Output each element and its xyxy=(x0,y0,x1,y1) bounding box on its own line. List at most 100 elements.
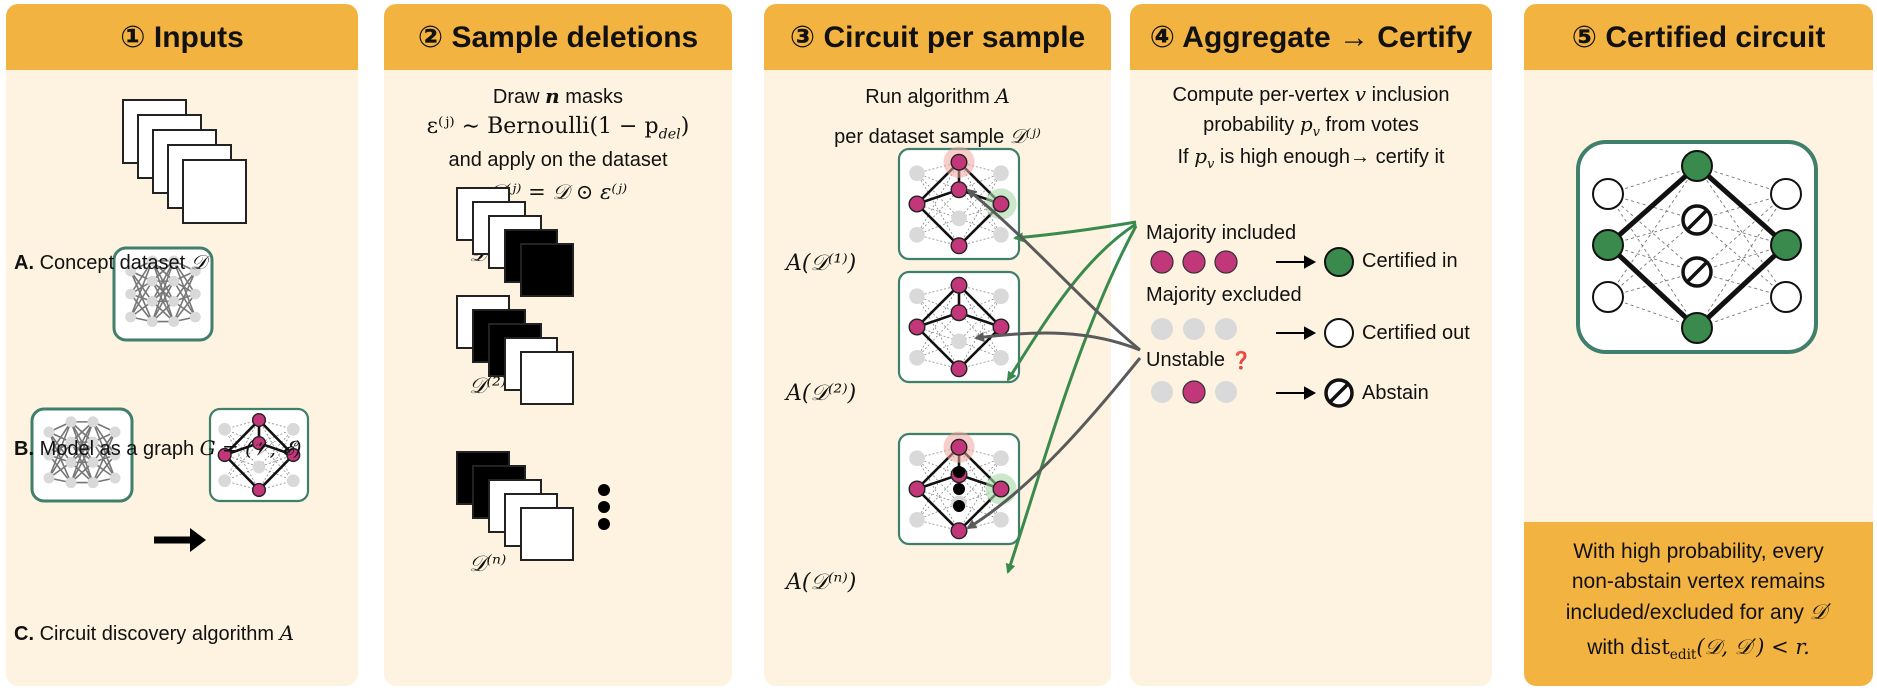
input-c-label: C. Circuit discovery algorithm A xyxy=(14,621,295,645)
dotted-edge xyxy=(1607,165,1698,298)
graph-edge xyxy=(129,260,153,295)
graph-node xyxy=(993,350,1009,366)
deletions-line-3: and apply on the dataset xyxy=(448,149,668,171)
certified-in-node xyxy=(1681,312,1713,344)
graph-node xyxy=(65,416,77,428)
circuit-node xyxy=(251,412,267,428)
circuit-graphics xyxy=(897,146,1021,546)
graph-node xyxy=(993,450,1009,467)
graph-node xyxy=(146,275,158,287)
aggregate-line-1: Compute per-vertex v inclusion xyxy=(1172,82,1450,106)
graph-node xyxy=(909,350,925,366)
aggregate-line-3: If pv is high enough→ certify it xyxy=(1177,144,1445,172)
vote-row-included xyxy=(1150,250,1238,274)
model-graph-icon xyxy=(112,246,214,342)
certified-in-icon xyxy=(1324,247,1354,277)
graph-node xyxy=(125,311,137,323)
ellipsis-vertical-icon xyxy=(953,466,965,512)
dataset-label-2: 𝒟⁽²⁾ xyxy=(469,374,507,399)
graph-node xyxy=(146,295,158,307)
graph-node xyxy=(909,450,925,467)
dotted-edge xyxy=(1607,193,1698,273)
dotted-edge xyxy=(916,457,960,532)
aggregate-graphics xyxy=(1150,247,1354,408)
graph-edge xyxy=(129,280,153,318)
footer-line-4: with distedit(𝒟, 𝒟′) < r. xyxy=(1587,635,1810,664)
certified-out-node xyxy=(1770,281,1802,313)
majority-excluded-label: Majority excluded xyxy=(1146,284,1302,306)
dataset-stack-icon xyxy=(122,99,247,224)
graph-node xyxy=(146,316,158,327)
dotted-edge xyxy=(916,172,960,247)
circuit-edge xyxy=(258,419,295,456)
graph-edge xyxy=(151,260,175,322)
unstable-label: Unstable ❓ xyxy=(1146,349,1252,371)
circuit-node xyxy=(251,435,267,451)
graph-node xyxy=(109,426,121,438)
certified-out-icon xyxy=(1324,318,1354,348)
graph-edge xyxy=(92,431,116,483)
graph-edge xyxy=(48,441,72,479)
aggregate-line-2: probability pv from votes xyxy=(1203,112,1419,140)
circuit-line-1: Run algorithm A xyxy=(865,84,1010,108)
panel-certified-circuit: ⑤ Certified circuit With high probabilit… xyxy=(1524,4,1873,686)
graph-edge xyxy=(92,421,116,479)
graph-node xyxy=(951,210,967,227)
graph-edge xyxy=(173,293,196,323)
graph-edge xyxy=(92,454,116,484)
circuit-node xyxy=(950,181,968,199)
certified-out-node xyxy=(1770,178,1802,210)
dotted-edge xyxy=(916,295,960,370)
circuit-node xyxy=(950,276,968,294)
inputs-graphics xyxy=(30,99,310,552)
model-graph-small-icon xyxy=(30,407,134,503)
graph-edge xyxy=(48,431,72,463)
circuit-node xyxy=(950,438,968,456)
graph-node xyxy=(65,477,77,489)
certified-in-node xyxy=(1770,229,1802,261)
circuit-node xyxy=(950,237,968,255)
circuit-edge xyxy=(916,203,960,247)
deletions-graphics xyxy=(456,187,610,561)
circuit-icon xyxy=(208,407,310,503)
masked-dataset-stack-2 xyxy=(456,295,574,405)
circuit-sample-1 xyxy=(897,146,1021,261)
graph-node xyxy=(168,255,180,267)
circuit-edge xyxy=(1606,164,1699,247)
dotted-edge xyxy=(916,284,960,359)
circuit-edge xyxy=(223,419,260,456)
graph-edge xyxy=(129,260,153,318)
abstain-icon xyxy=(1324,378,1354,408)
dotted-edge xyxy=(1607,219,1698,298)
mask-square xyxy=(520,351,574,405)
graph-edge xyxy=(173,280,197,318)
graph-node xyxy=(125,265,137,277)
ellipsis-vertical-icon xyxy=(598,484,610,530)
graph-edge xyxy=(70,421,94,463)
graph-node xyxy=(43,426,55,438)
circuit-node xyxy=(950,360,968,378)
deletions-line-4: 𝒟⁽ʲ⁾ = 𝒟 ⊙ ε⁽ʲ⁾ xyxy=(488,180,628,204)
graph-node xyxy=(65,436,77,448)
panel-title: ① Inputs xyxy=(6,4,358,70)
graph-edge xyxy=(151,260,175,302)
graph-node xyxy=(909,227,925,243)
graph-edge xyxy=(48,454,72,484)
circuit-edge xyxy=(1695,243,1788,330)
majority-included-label: Majority included xyxy=(1146,222,1297,244)
circuit-node xyxy=(251,482,267,498)
graph-edge xyxy=(129,270,153,322)
dotted-edge xyxy=(1696,193,1787,273)
graph-node xyxy=(189,265,201,277)
deletions-line-1: Draw n masks xyxy=(492,84,624,108)
graph-node xyxy=(252,460,266,474)
graph-edge xyxy=(151,280,175,322)
dataset-label-n: 𝒟⁽ⁿ⁾ xyxy=(469,552,507,577)
abstain-slash xyxy=(1685,260,1709,284)
panel-circuit-per-sample: ③ Circuit per sample Run algorithm A per… xyxy=(764,4,1111,686)
input-b-label: B. Model as a graph G = (𝒱, 𝓔) xyxy=(14,436,302,460)
graph-node xyxy=(87,456,99,468)
circuit-sample-2 xyxy=(897,270,1021,384)
dotted-edge xyxy=(1696,165,1787,298)
graph-node xyxy=(87,477,99,489)
